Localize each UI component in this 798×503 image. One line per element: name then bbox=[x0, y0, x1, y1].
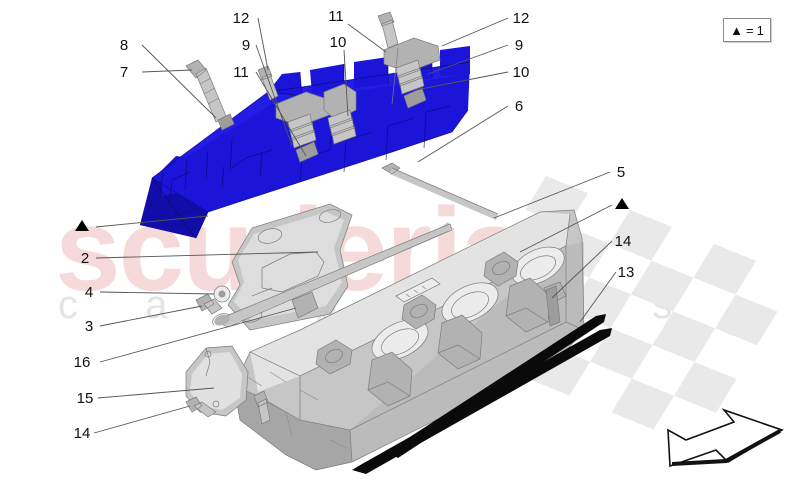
callout-8: 8 bbox=[120, 37, 128, 54]
callout-10-center: 10 bbox=[330, 34, 347, 51]
bolt-hole-right bbox=[545, 285, 561, 327]
cam-caps bbox=[315, 251, 519, 375]
callout-9-left: 9 bbox=[242, 37, 250, 54]
callout-11-right: 11 bbox=[328, 8, 344, 25]
callout-5: 5 bbox=[617, 164, 625, 181]
part-cylinder-head bbox=[233, 209, 585, 471]
legend-triangle-icon: ▲ bbox=[730, 22, 744, 38]
spark-plug-recess bbox=[292, 292, 318, 318]
orientation-arrow bbox=[667, 408, 784, 468]
callout-3: 3 bbox=[85, 318, 93, 335]
part-dipstick-tube bbox=[212, 162, 499, 328]
valve-spring-right bbox=[396, 60, 424, 94]
callout-12-right: 12 bbox=[513, 10, 530, 27]
legend-equals: = bbox=[746, 22, 754, 38]
callout-14-right: 14 bbox=[615, 233, 632, 250]
callout-14-left: 14 bbox=[74, 425, 91, 442]
triangle-markers bbox=[75, 198, 629, 231]
valve-spring-center bbox=[288, 114, 316, 148]
callout-labels: 8 7 12 9 11 10 11 12 9 10 6 5 14 13 2 4 … bbox=[74, 8, 635, 442]
legend-box: ▲ = 1 bbox=[723, 18, 771, 42]
callout-4: 4 bbox=[85, 284, 93, 301]
part-bolt-14b bbox=[253, 390, 271, 425]
triangle-marker-left bbox=[75, 220, 89, 231]
part-gasket-strips bbox=[352, 314, 612, 474]
callout-11-left: 11 bbox=[233, 64, 249, 81]
part-bolt-14 bbox=[185, 396, 217, 418]
legend-value: 1 bbox=[756, 22, 764, 38]
triangle-marker-right bbox=[615, 198, 629, 209]
callout-16: 16 bbox=[74, 354, 91, 371]
callout-9-right: 9 bbox=[515, 37, 523, 54]
callout-13: 13 bbox=[618, 264, 635, 281]
callout-7: 7 bbox=[120, 64, 128, 81]
port-bosses bbox=[368, 278, 550, 406]
callout-6: 6 bbox=[515, 98, 523, 115]
id-plate bbox=[395, 277, 441, 303]
part-washer-4 bbox=[213, 285, 231, 303]
callout-10-right: 10 bbox=[513, 64, 530, 81]
part-end-cover-plate bbox=[185, 345, 249, 417]
callout-2: 2 bbox=[81, 250, 89, 267]
part-valve-assembly-right bbox=[377, 11, 441, 109]
part-mounting-bracket bbox=[227, 203, 353, 331]
intake-ports bbox=[371, 246, 565, 361]
leader-lines bbox=[93, 17, 617, 434]
callout-12-left: 12 bbox=[233, 10, 250, 27]
callout-15: 15 bbox=[77, 390, 94, 407]
part-long-bolt bbox=[185, 59, 235, 131]
